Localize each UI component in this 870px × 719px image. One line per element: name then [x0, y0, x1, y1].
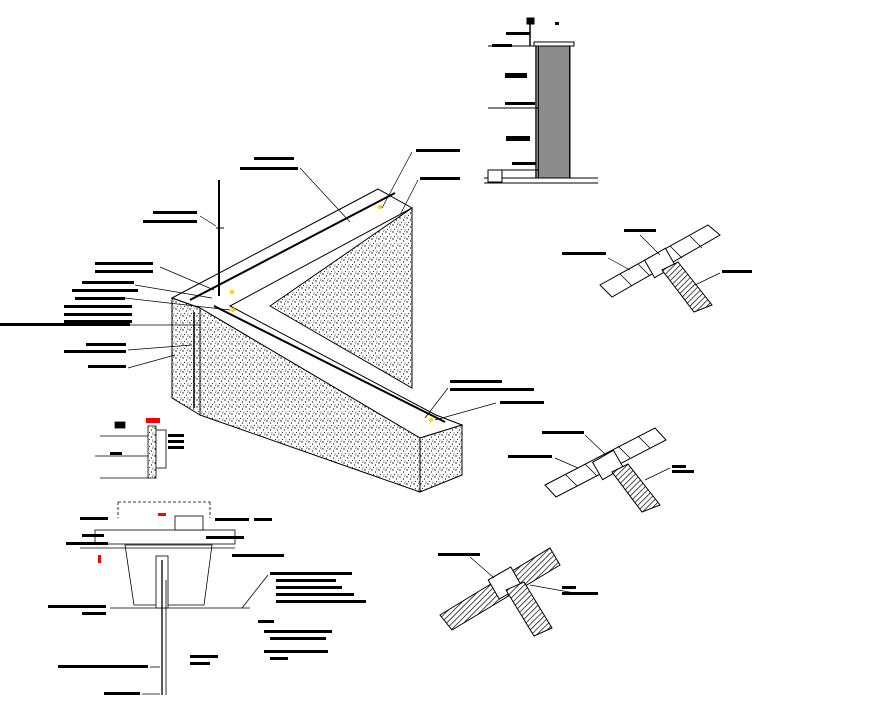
- wall-left-face: [171, 297, 201, 416]
- wall-end-face: [419, 424, 463, 493]
- tee-connector-3: [438, 547, 598, 637]
- conductor-tape: [189, 192, 396, 301]
- tee-connector-2: [508, 427, 694, 513]
- conductor-tape-2: [213, 305, 446, 423]
- tee-connector-1: [562, 224, 752, 313]
- wall-section: [484, 17, 598, 184]
- connector-rope: [611, 463, 661, 513]
- wall-section-body: [537, 45, 571, 179]
- tee-joint-icon: [229, 289, 235, 295]
- connector-rope: [661, 261, 713, 313]
- small-detail: [95, 418, 184, 479]
- wall-inner-face: [269, 207, 413, 389]
- connector-rope: [505, 581, 553, 637]
- parapet-isometric: [0, 149, 544, 493]
- pit-section: [48, 501, 366, 695]
